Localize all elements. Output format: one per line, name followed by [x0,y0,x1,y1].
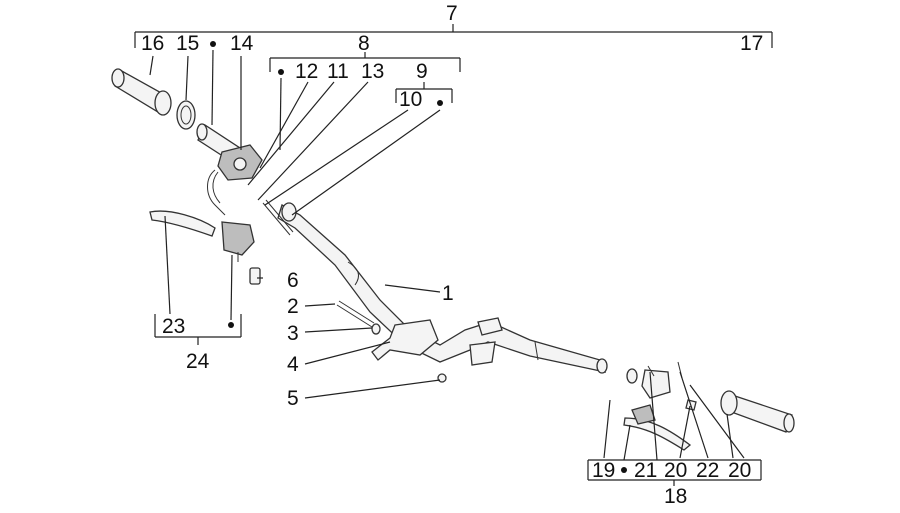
label-6: 6 [287,269,299,292]
label-5: 5 [287,387,299,410]
spacer-part-6 [249,267,261,285]
bullet-dots [210,41,627,473]
label-24: 24 [186,350,210,373]
label-11: 11 [327,60,349,83]
label-16: 16 [141,32,164,55]
bracket-10 [395,82,453,103]
label-23: 23 [162,315,185,338]
label-15: 15 [176,32,199,55]
left-switch-housing [217,144,263,181]
left-brake-lever [149,210,216,237]
label-20a: 20 [664,459,687,482]
right-switch-housing [626,368,671,399]
label-14: 14 [230,32,254,55]
label-18: 18 [664,485,687,508]
washer-part-3 [371,323,381,335]
label-13: 13 [361,60,384,83]
label-1: 1 [442,282,454,305]
bracket-8 [269,52,461,72]
right-grip [720,390,795,433]
left-grip [111,68,172,116]
bracket-18 [587,459,762,486]
left-master-cylinder [221,221,255,262]
label-22: 22 [696,459,719,482]
nut-part-5 [437,373,447,383]
label-8: 8 [358,32,370,55]
label-9: 9 [416,60,428,83]
throttle-cable [207,169,226,216]
label-21: 21 [634,459,657,482]
label-12: 12 [295,60,318,83]
label-19: 19 [592,459,615,482]
label-3: 3 [287,322,299,345]
mirror-mount [469,317,503,366]
leader-lines [149,49,745,461]
label-17: 17 [740,32,763,55]
ring-washer [176,100,196,130]
label-20b: 20 [728,459,751,482]
long-screw [262,199,294,236]
right-brake-lever [623,404,692,451]
label-7: 7 [446,2,458,25]
label-10: 10 [399,88,422,111]
clamp-bracket [371,319,439,361]
bolt-part-2 [336,300,375,328]
bracket-7 [134,24,773,48]
bracket-24 [154,314,242,345]
label-2: 2 [287,295,299,318]
label-4: 4 [287,353,299,376]
